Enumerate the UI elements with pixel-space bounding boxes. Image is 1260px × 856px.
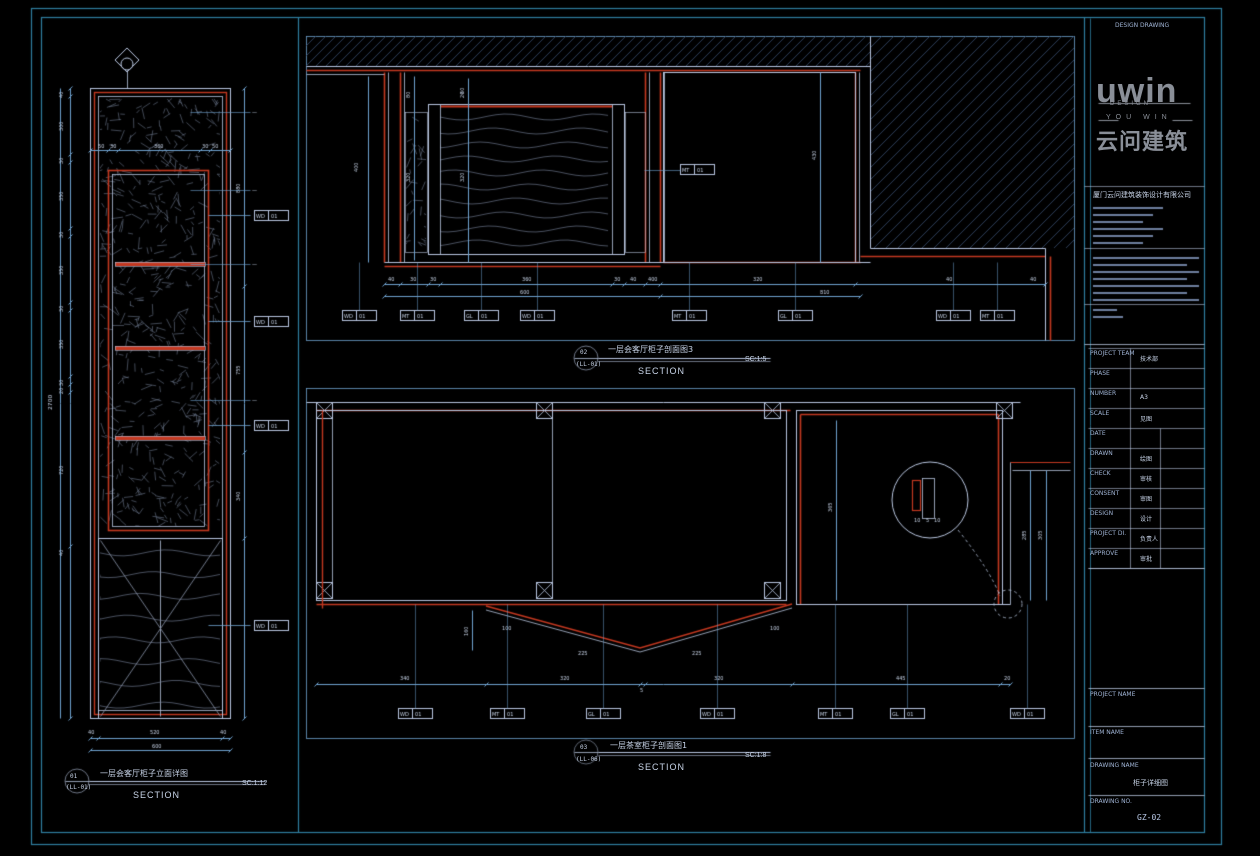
title-row-label: NUMBER	[1090, 390, 1117, 397]
view2-ref: (LL-01)	[576, 361, 602, 368]
title-row-label: APPROVE	[1090, 550, 1119, 557]
title-row-value: A3	[1140, 394, 1148, 401]
brand-en-text: YOU WIN	[1106, 114, 1172, 121]
title-row-label: SCALE	[1090, 410, 1110, 417]
title-row-label: DESIGN	[1090, 510, 1114, 517]
view2-scale: SC:1:5	[745, 356, 767, 363]
view1-ref: (LL-01)	[66, 784, 92, 791]
brand-design-text: DESIGN	[1110, 101, 1152, 107]
title-row-value: 审核	[1140, 476, 1153, 483]
view2-sub: SECTION	[638, 366, 686, 376]
title-row-label: PROJECT TEAM	[1090, 350, 1135, 357]
title-row-label: CONSENT	[1090, 490, 1120, 497]
drawing-name-label: DRAWING NAME	[1090, 762, 1139, 769]
drawing-name: 柜子详细图	[1133, 779, 1168, 787]
title-row-label: DRAWN	[1090, 450, 1113, 457]
title-row-value: 负责人	[1140, 536, 1159, 543]
view3-scale: SC:1:8	[745, 752, 767, 759]
view1-num: 01	[70, 773, 78, 780]
sheet-code: GZ-02	[1137, 813, 1162, 822]
title-row-value: 绘图	[1140, 456, 1153, 463]
view1-title: 一层会客厅柜子立面详图	[100, 769, 188, 778]
title-row-value: 审图	[1140, 496, 1153, 503]
title-row-label: PHASE	[1090, 370, 1110, 377]
brand-cn-text: 云问建筑	[1096, 130, 1189, 155]
title-row-label: CHECK	[1090, 470, 1111, 477]
view2-title: 一层会客厅柜子剖面图3	[608, 345, 694, 354]
company-name: 厦门云问建筑装饰设计有限公司	[1093, 191, 1191, 199]
title-row-value: 审批	[1140, 556, 1153, 563]
view3-title: 一层茶室柜子剖面图1	[610, 741, 688, 750]
brand-logo-text: uwin	[1096, 72, 1178, 110]
view1-scale: SC:1:12	[242, 780, 268, 787]
title-row-label: PROJECT DI.	[1090, 530, 1127, 537]
project-name-label: PROJECT NAME	[1090, 691, 1136, 698]
view1-sub: SECTION	[133, 790, 181, 800]
item-name-label: ITEM NAME	[1090, 729, 1124, 736]
view2-num: 02	[580, 349, 588, 356]
title-row-value: 技术部	[1140, 356, 1159, 363]
view3-num: 03	[580, 744, 588, 751]
title-block-top-code: DESIGN DRAWING	[1115, 22, 1170, 29]
title-row-value: 设计	[1140, 516, 1153, 523]
title-row-label: DATE	[1090, 430, 1106, 437]
title-row-value: 见图	[1140, 416, 1153, 423]
view3-ref: (LL-06)	[576, 756, 602, 763]
view3-sub: SECTION	[638, 762, 686, 772]
drawing-number-label: DRAWING NO.	[1090, 798, 1132, 805]
